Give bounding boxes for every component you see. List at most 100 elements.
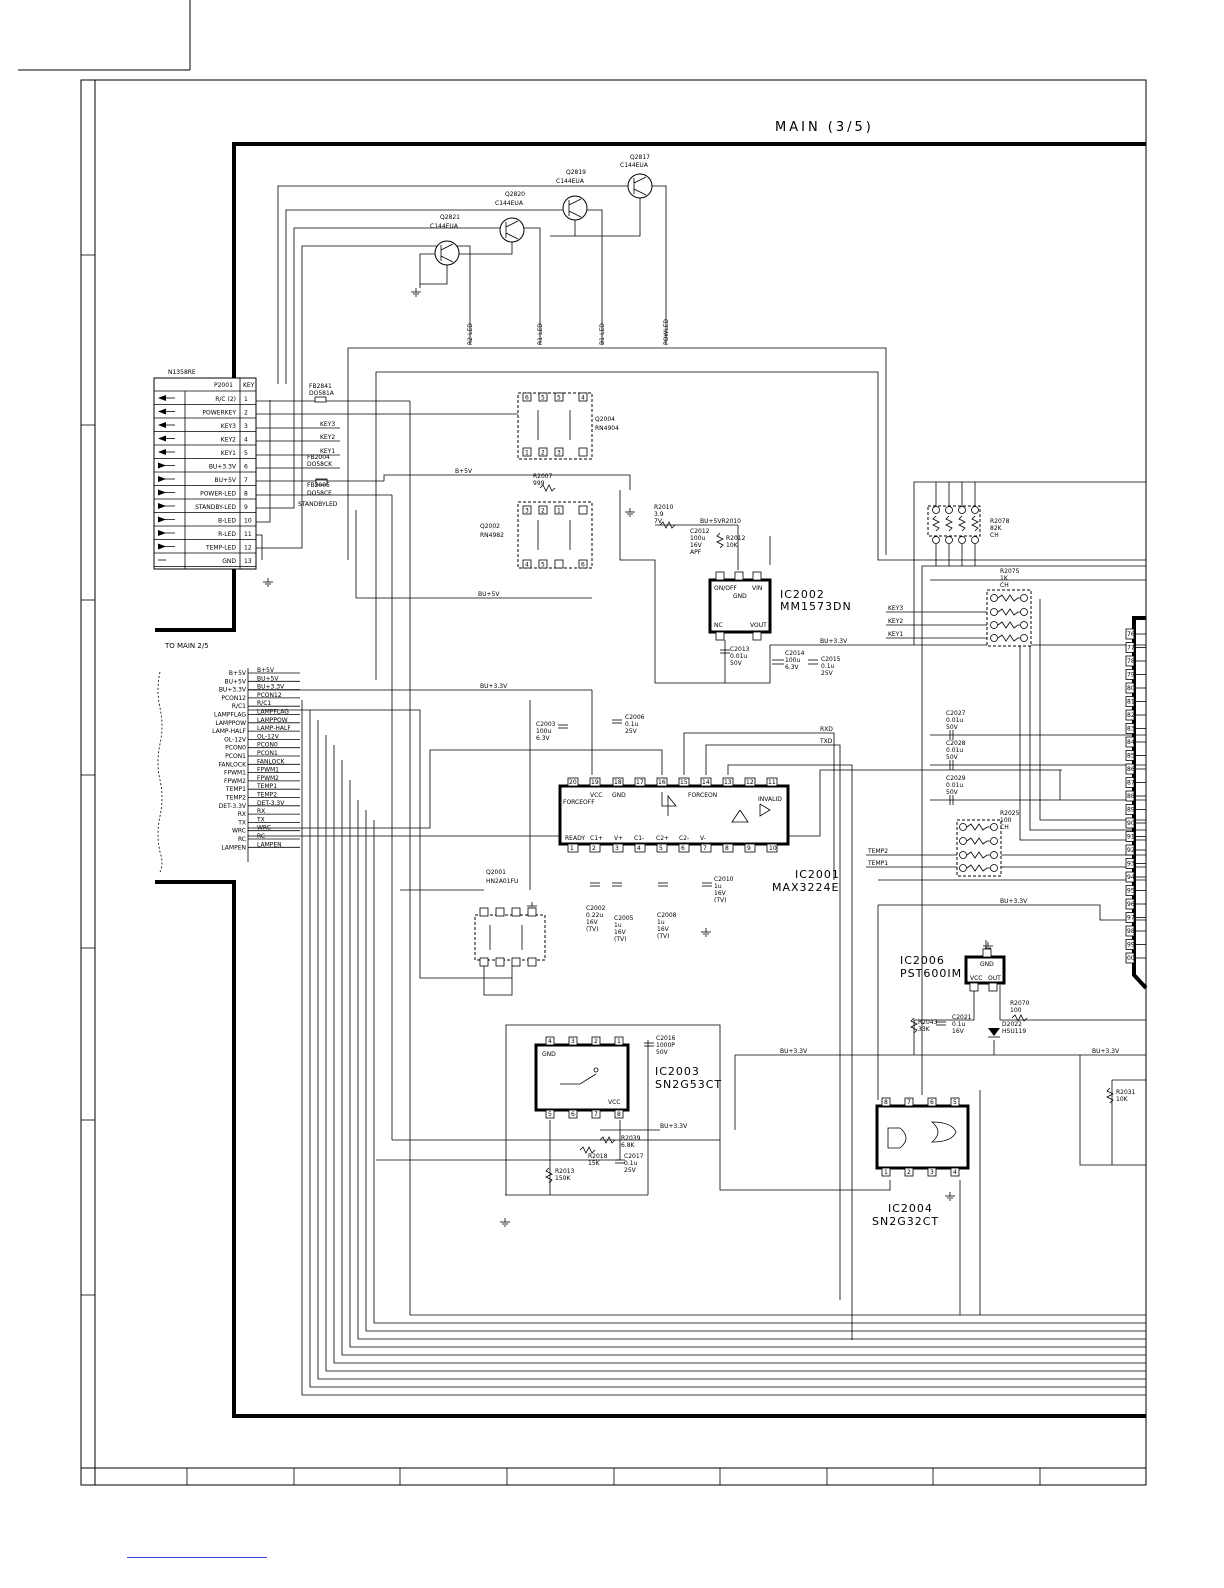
svg-text:12: 12 [746, 779, 754, 786]
svg-text:5: 5 [557, 395, 561, 402]
connector-name: P2001 [214, 382, 233, 389]
c2028: C2028 0.01u 50V [946, 740, 966, 770]
connector-pin-number: 3 [244, 423, 248, 430]
mcu-pin-number: 99 [1127, 942, 1135, 949]
connector-pin-number: 8 [244, 491, 248, 498]
c2002-value: 0.22u [586, 912, 603, 919]
svg-text:11: 11 [768, 779, 776, 786]
c2015-value: 0.1u [821, 663, 835, 670]
svg-text:6: 6 [681, 845, 685, 852]
transistor-q2817: Q2817 C144EUA [620, 154, 653, 199]
ic2001-bottom-pin-label: C1+ [590, 835, 603, 842]
left-signal-outer: PCON12 [221, 695, 246, 702]
svg-text:6: 6 [525, 395, 529, 402]
footer-link-line[interactable] [127, 1557, 267, 1558]
mcu-edge: 7677787980818283848586878889909192939495… [1125, 616, 1148, 990]
ferrite-fb2841: FB2841 DO581A [309, 383, 335, 403]
c2017-ref: C2017 [624, 1153, 644, 1160]
ic2002-p1: ON/OFF [714, 585, 737, 592]
ic2003-part: SN2G53CT [655, 1078, 722, 1091]
left-signal-outer: FPWM2 [224, 778, 246, 785]
svg-text:14: 14 [702, 779, 710, 786]
ic2001-bottom-pin-label: READY [565, 835, 585, 842]
c2014: C2014 100u 6.3V [772, 650, 805, 671]
ic2001-bottom-pin-label: C1- [634, 835, 644, 842]
ic2001-part: MAX3224E [772, 881, 840, 894]
connector-pin-label: STANDBY-LED [195, 504, 236, 511]
svg-text:8: 8 [884, 1099, 888, 1106]
q2002-part: RN4982 [480, 532, 504, 539]
left-signal-outer: BU+3.3V [219, 687, 247, 694]
svg-text:2: 2 [541, 508, 545, 515]
r2007-ref: R2007 [533, 473, 553, 480]
left-signal-outer: PCON0 [225, 745, 246, 752]
connector-pin-label: POWERKEY [202, 410, 236, 417]
c2015-v: 25V [821, 670, 834, 677]
ic2001-forceon: FORCEON [688, 792, 717, 799]
mcu-pin-number: 95 [1127, 888, 1135, 895]
c2027-v: 50V [946, 724, 959, 731]
svg-text:7: 7 [594, 1111, 598, 1118]
c2016-value: 1000P [656, 1042, 675, 1049]
left-signal-outer: TX [237, 819, 246, 826]
left-signal-outer: LAMPFLAG [214, 712, 246, 719]
r2043: R2043 33K [918, 1019, 938, 1033]
connector-pin-number: 5 [244, 450, 248, 457]
r2013-ref: R2013 [555, 1168, 575, 1175]
ferrite-fb2004: FB2004 DO58CK [307, 454, 333, 485]
c2013-v: 50V [730, 660, 743, 667]
r2078-value: 82K [990, 525, 1003, 532]
break-line [157, 671, 163, 873]
connector-pin-number: 13 [244, 558, 252, 565]
mcu-pin-number: 87 [1127, 780, 1135, 787]
svg-text:6: 6 [571, 1111, 575, 1118]
net-standbyled: STANDBYLED [298, 501, 338, 508]
net-temp2: TEMP2 [867, 848, 888, 855]
fb2841-ref: FB2841 [309, 383, 332, 390]
r2018-ref: R2018 [588, 1153, 608, 1160]
led-net-b1: B1-LED [599, 323, 606, 345]
c2010: C2010 1u 16V (TV) [702, 876, 734, 904]
mcu-pin-number: 84 [1127, 739, 1135, 746]
q2004-part: RN4904 [595, 425, 619, 432]
c2021-ref: C2021 [952, 1014, 972, 1021]
c2008-ref: C2008 [657, 912, 677, 919]
r2025-type: CH [1000, 824, 1009, 831]
q2001-ref: Q2001 [486, 869, 506, 876]
left-signal-outer: RC [238, 836, 246, 843]
net-key1: KEY1 [320, 448, 335, 455]
left-signal-outer: FANLOCK [219, 761, 248, 768]
r2007-value: 999 [533, 480, 545, 487]
c2006-v: 25V [625, 728, 638, 735]
c2005-v: 16V [614, 929, 627, 936]
left-signal-inner: DET-3.3V [257, 800, 285, 807]
q2002-ref: Q2002 [480, 523, 500, 530]
net-bu33-c: BU+3.3V [1000, 898, 1028, 905]
left-signal-inner: PCON0 [257, 742, 278, 749]
c2003-v: 6.3V [536, 735, 551, 742]
fb2004-part: DO58CK [307, 461, 333, 468]
c2017-v: 25V [624, 1167, 637, 1174]
c2027: C2027 0.01u 50V [946, 710, 966, 740]
q2817-ref: Q2817 [630, 154, 650, 161]
r2031-ref: R2031 [1116, 1089, 1136, 1096]
array-q2001: Q2001 HN2A01FU [474, 869, 546, 967]
net-temp1: TEMP1 [867, 860, 888, 867]
svg-text:4: 4 [953, 1169, 957, 1176]
left-signal-inner: WRC [257, 825, 271, 832]
ic2001-bottom-pin-label: C2+ [656, 835, 669, 842]
r2031: R2031 10K [1116, 1089, 1136, 1103]
pin-arrow-icon [158, 422, 166, 428]
ic2006-gnd: GND [980, 961, 994, 968]
net-rxd: RXD [820, 726, 833, 733]
r2039: R2039 6.8K [621, 1135, 641, 1149]
pin-arrow-icon [158, 395, 166, 401]
ic2006-out: OUT [988, 975, 1001, 982]
c2012-value: 100u [690, 535, 705, 542]
left-signal-inner: LAMPEN [257, 841, 282, 848]
left-signal-outer: LAMPPOW [215, 720, 246, 727]
led-net-r1: R1-LED [537, 323, 544, 345]
